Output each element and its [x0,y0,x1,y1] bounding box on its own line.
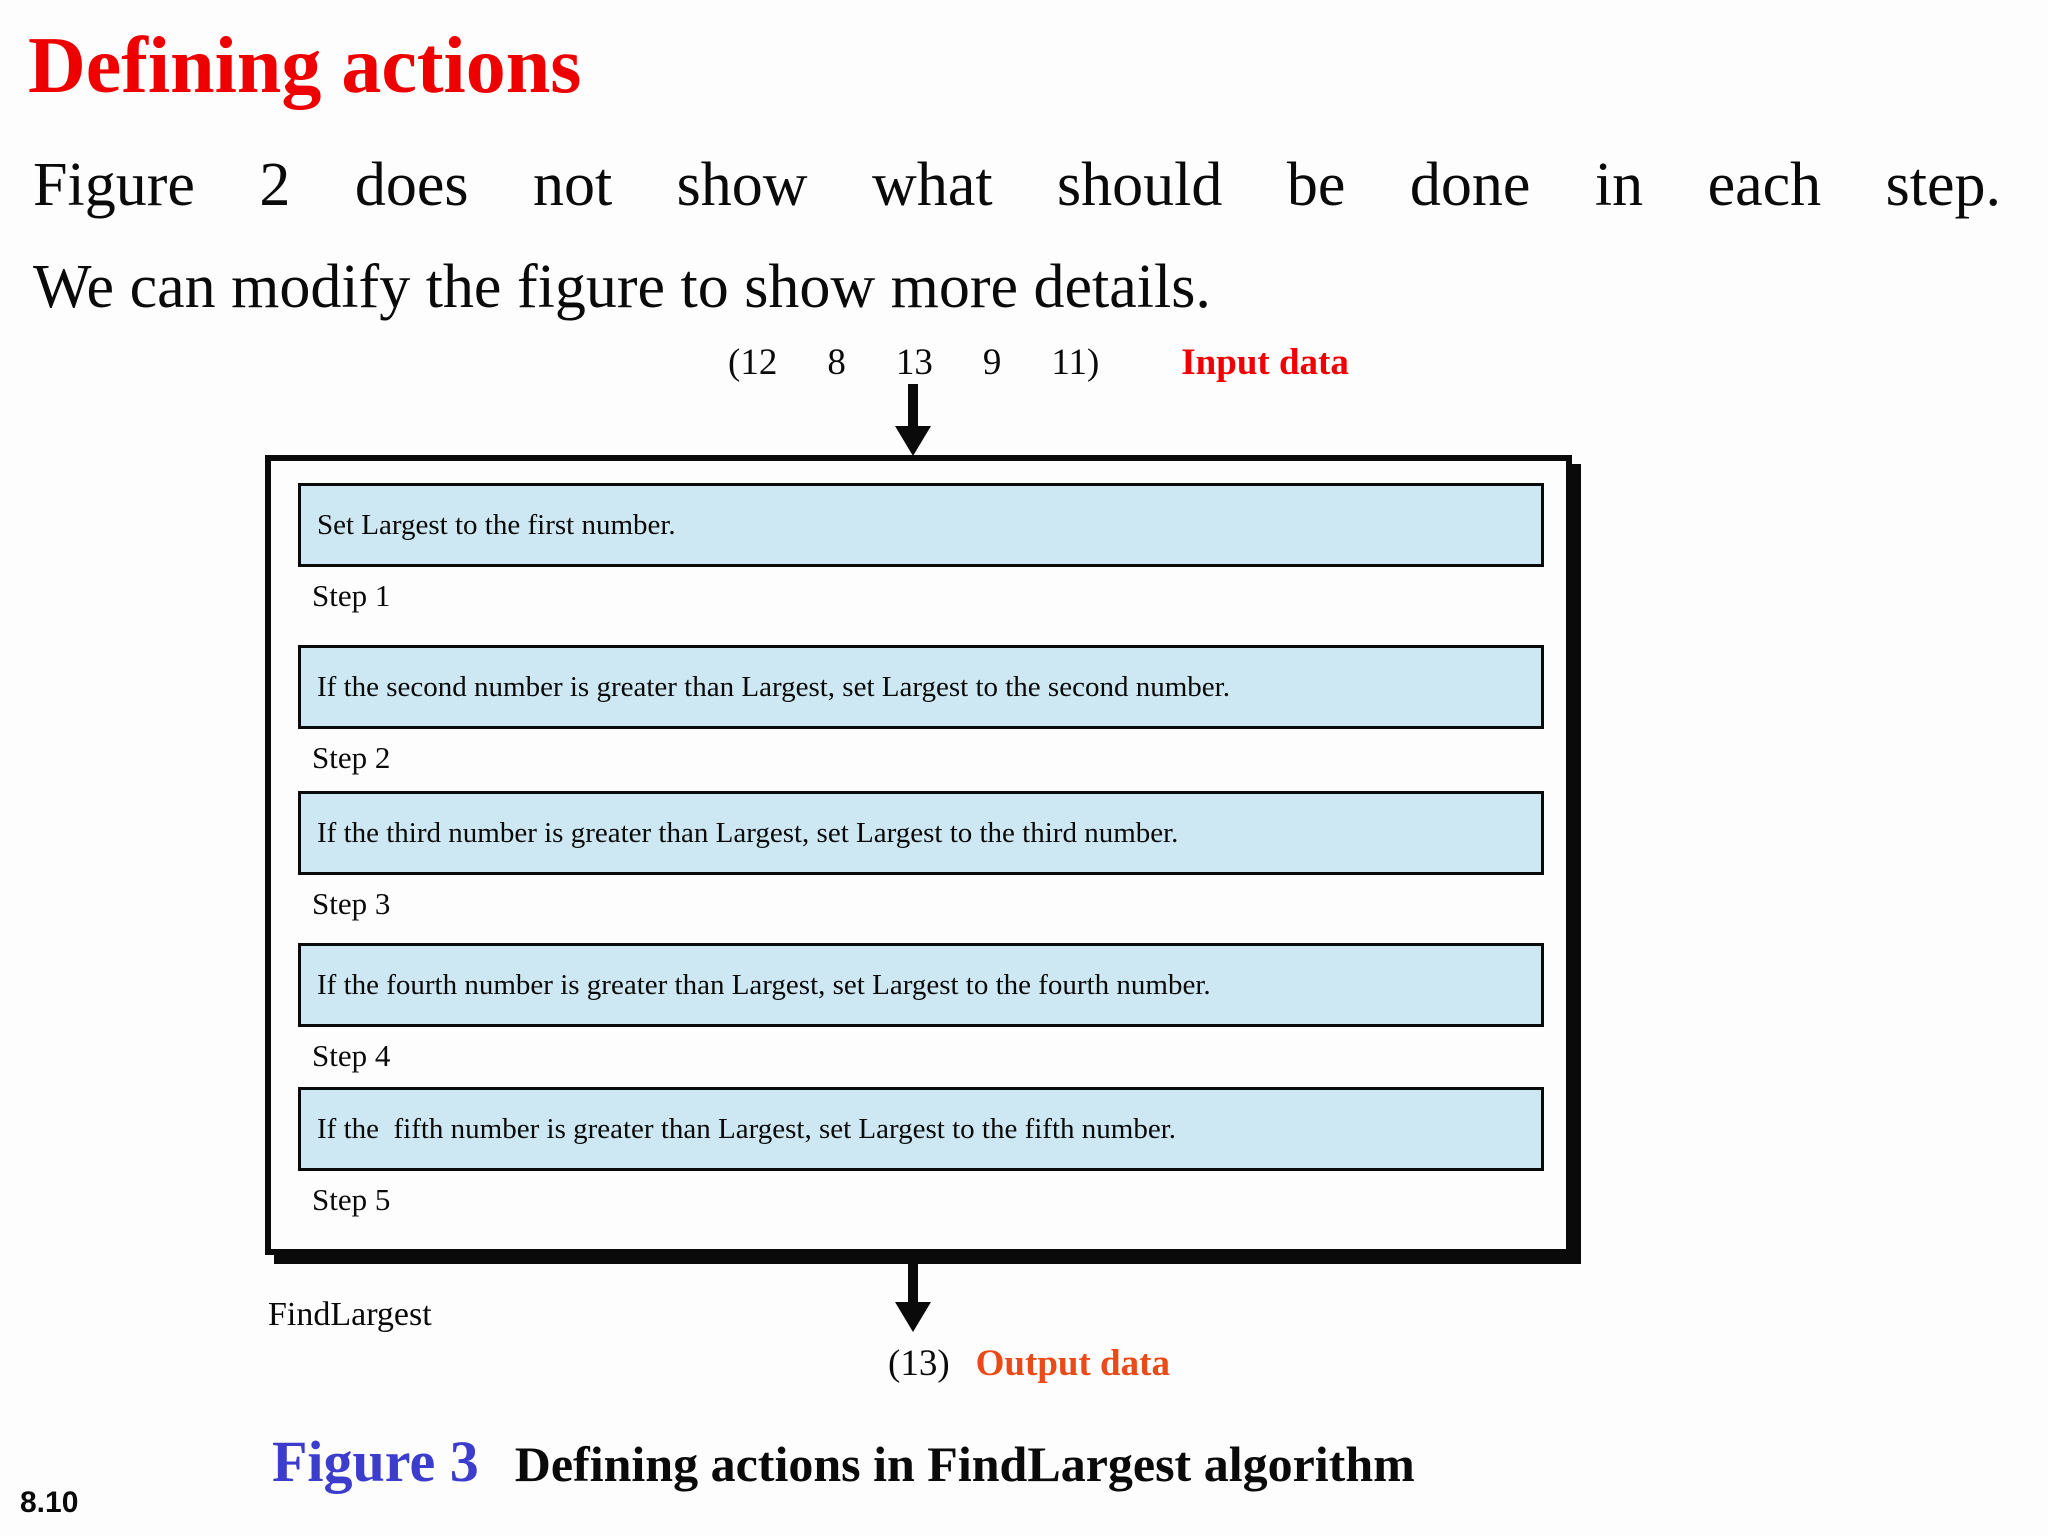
figure-caption: Figure 3 Defining actions in FindLargest… [272,1428,1415,1495]
step-action-text: If the fifth number is greater than Larg… [317,1112,1176,1145]
step-row: Set Largest to the first number. Step 1 [298,483,1544,615]
arrow-head [895,426,931,456]
input-data-label: Input data [1181,342,1349,383]
input-value: 11) [1051,342,1100,383]
step-row: If the fourth number is greater than Lar… [298,943,1544,1075]
slide-title: Defining actions [28,22,582,110]
step-action-text: Set Largest to the first number. [317,508,676,541]
step-label: Step 2 [312,740,391,775]
algorithm-name-label: FindLargest [268,1296,432,1333]
arrow-shaft [908,384,918,426]
step-action-box: If the fifth number is greater than Larg… [298,1087,1544,1171]
arrow-shaft [908,1258,918,1302]
step-action-text: If the fourth number is greater than Lar… [317,968,1211,1001]
step-row: If the second number is greater than Lar… [298,645,1544,777]
step-label: Step 1 [312,578,391,613]
step-label: Step 4 [312,1038,391,1073]
input-data-row: (12 8 13 9 11) Input data [728,340,1349,386]
input-value: 13 [895,342,933,383]
findlargest-algorithm-box: Set Largest to the first number. Step 1 … [265,455,1572,1255]
step-row: If the third number is greater than Larg… [298,791,1544,923]
step-action-box: If the second number is greater than Lar… [298,645,1544,729]
step-row: If the fifth number is greater than Larg… [298,1087,1544,1219]
body-text-line-1: Figure 2 does not show what should be do… [33,151,2001,219]
figure-number-label: Figure 3 [272,1429,479,1494]
step-label: Step 3 [312,886,391,921]
output-arrow-down-icon [895,1258,931,1332]
figure-caption-text: Defining actions in FindLargest algorith… [514,1436,1415,1492]
arrow-head [895,1302,931,1332]
input-arrow-down-icon [895,384,931,456]
step-action-text: If the second number is greater than Lar… [317,670,1230,703]
body-text-line-2: We can modify the figure to show more de… [33,253,1211,321]
input-value: 8 [827,342,846,383]
step-action-text: If the third number is greater than Larg… [317,816,1179,849]
input-value: 9 [982,342,1002,383]
step-label: Step 5 [312,1182,391,1217]
step-action-box: If the fourth number is greater than Lar… [298,943,1544,1027]
step-action-box: If the third number is greater than Larg… [298,791,1544,875]
output-data-row: (13) Output data [888,1342,1170,1385]
slide-page-number: 8.10 [20,1486,79,1519]
output-value: (13) [888,1343,950,1384]
step-action-box: Set Largest to the first number. [298,483,1544,567]
output-data-label: Output data [975,1343,1170,1384]
input-value: (12 [728,342,778,383]
